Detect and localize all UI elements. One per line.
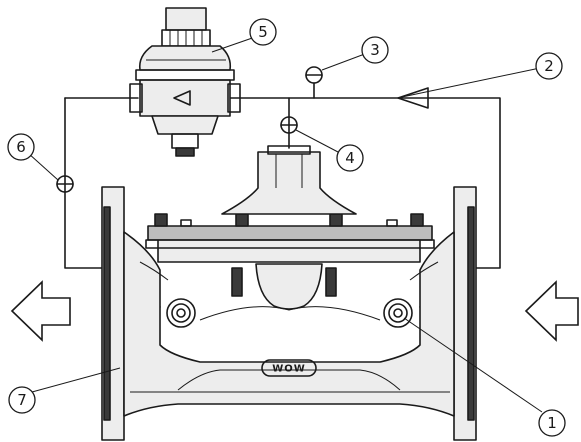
callout-1: 1 [538,409,566,437]
callout-3-label: 3 [370,41,380,59]
needle-valve-3 [305,66,323,99]
callout-2-label: 2 [544,57,554,75]
callout-1-label: 1 [547,414,557,432]
callout-5-label: 5 [258,23,268,41]
main-valve: WOW [101,145,477,441]
callout-3: 3 [361,36,389,64]
callout-6: 6 [7,133,35,161]
leader-lines [27,35,543,413]
inlet-flow-arrow [524,280,579,342]
callout-4: 4 [336,144,364,172]
callout-2: 2 [535,52,563,80]
callout-5: 5 [249,18,277,46]
body-marking-text: WOW [272,364,306,375]
callout-4-label: 4 [345,149,355,167]
pilot-valve [129,7,241,157]
needle-valve-6 [56,175,74,193]
callout-7-label: 7 [17,391,27,409]
needle-valve-4 [280,116,298,134]
callout-6-label: 6 [16,138,26,156]
strainer-2 [397,87,429,109]
outlet-flow-arrow [10,280,71,342]
callout-7: 7 [8,386,36,414]
